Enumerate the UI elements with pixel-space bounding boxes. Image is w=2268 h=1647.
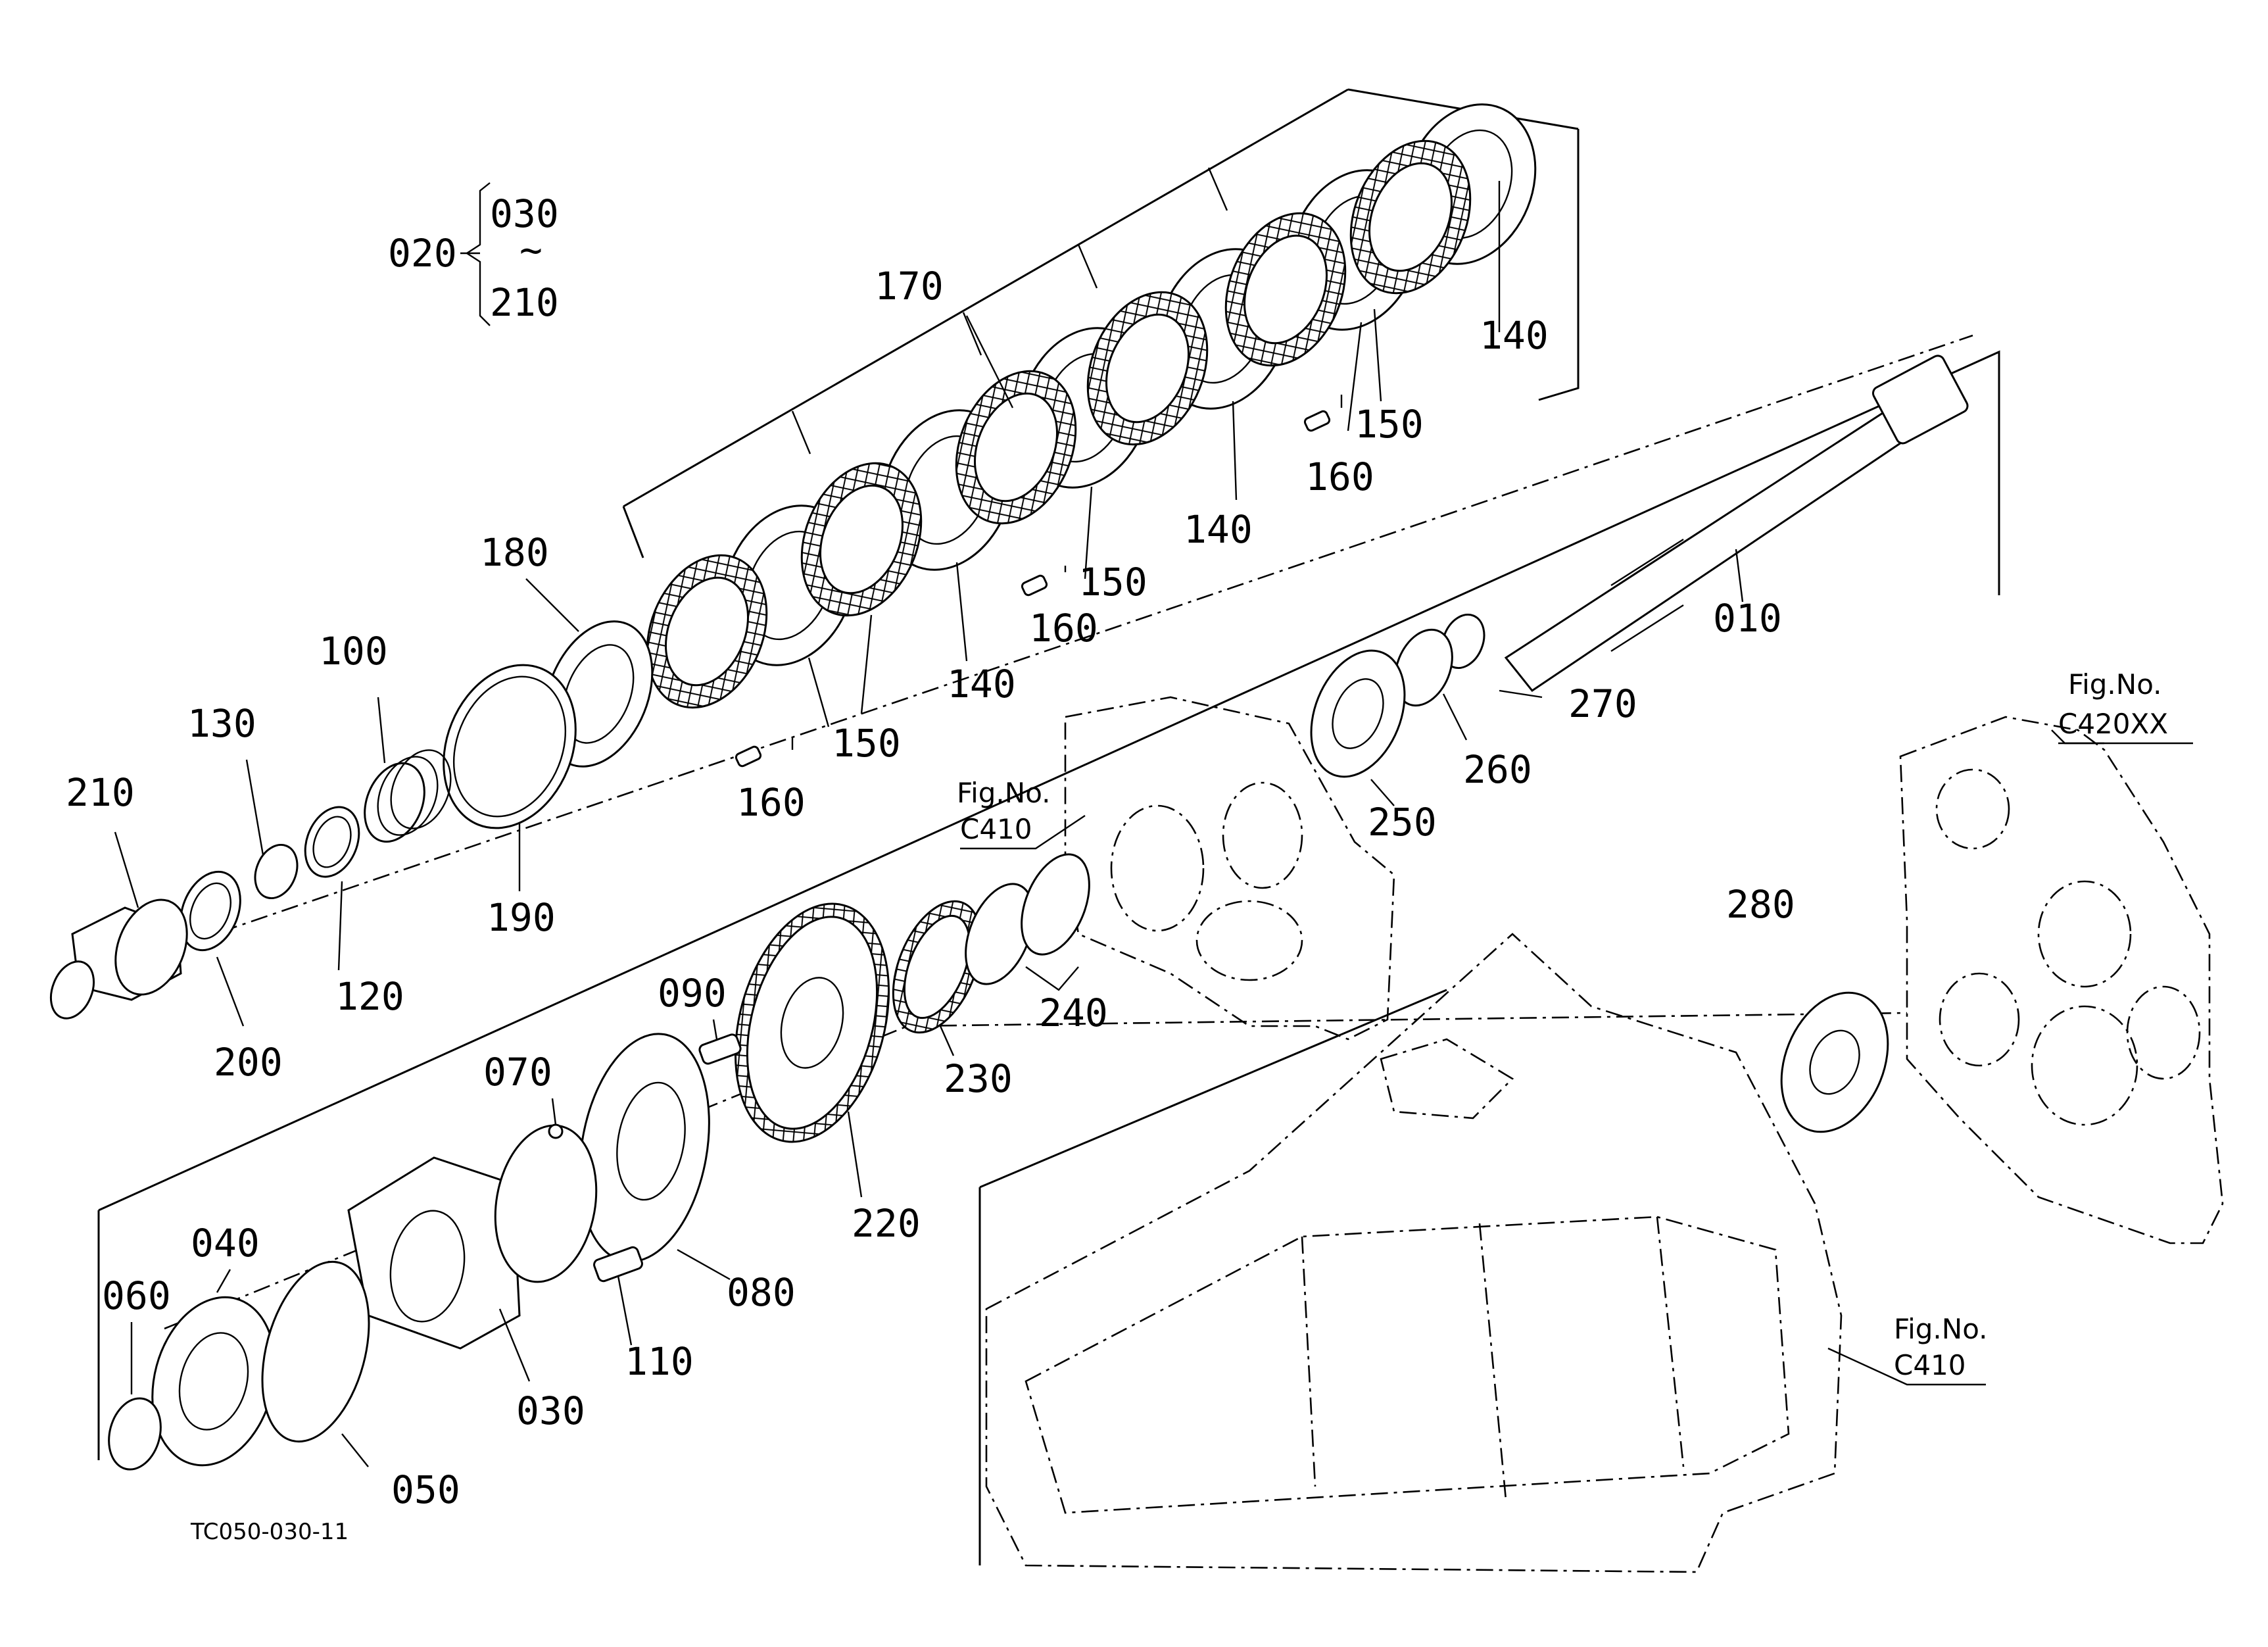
figure-references: Fig.No. C410 Fig.No. C420XX Fig.No. C410: [957, 668, 2193, 1381]
fig-ref-line2: C410: [960, 813, 1032, 845]
fig-ref-line1: Fig.No.: [957, 777, 1051, 809]
part-label: 190: [487, 895, 556, 940]
part-label: 090: [658, 971, 727, 1016]
part-label: 040: [191, 1221, 260, 1266]
fig-ref-line2: C410: [1894, 1349, 1966, 1381]
center-axis: [98, 334, 1973, 975]
fig-ref-line1: Fig.No.: [2068, 668, 2162, 701]
fig-ref-line1: Fig.No.: [1894, 1313, 1988, 1345]
part-label: 160: [1305, 455, 1374, 499]
brake-disc-part: [734, 902, 890, 1143]
part-label: 080: [727, 1270, 796, 1315]
part-label: 170: [875, 264, 944, 308]
part-label: 280: [1726, 882, 1795, 927]
transmission-case-outline: [985, 933, 1843, 1573]
part-label: 230: [944, 1056, 1013, 1101]
part-label: 240: [1039, 991, 1108, 1035]
output-shaft-part: [1504, 355, 1969, 693]
part-label: 070: [483, 1050, 552, 1094]
part-label: 270: [1568, 681, 1637, 726]
group-tilde-label: ~: [519, 228, 543, 272]
part-label: 210: [66, 770, 135, 815]
part-label: 220: [852, 1201, 921, 1246]
rear-cover-outline: [1899, 716, 2224, 1244]
part-label: 180: [480, 530, 549, 575]
part-label: 050: [391, 1467, 460, 1512]
fig-ref-line2: C420XX: [2058, 708, 2168, 740]
part-label: 150: [1355, 402, 1424, 447]
group-from-label: 030: [490, 191, 559, 236]
part-label: 150: [832, 721, 901, 766]
group-bracket: 020 030 ~ 210: [388, 182, 559, 326]
part-label: 160: [736, 780, 806, 825]
clutch-discs: [543, 103, 1537, 768]
part-label: 260: [1463, 747, 1532, 792]
clutch-drum-part: [347, 1124, 598, 1350]
part-label: 120: [335, 974, 404, 1019]
shaft-rings: [1310, 613, 1889, 1133]
clutch-pack-bracket: [622, 88, 1580, 558]
spring-part: [364, 749, 452, 843]
figure-caption: TC050-030-11: [190, 1519, 349, 1545]
group-code-label: 020: [388, 231, 457, 276]
part-label: 110: [625, 1339, 694, 1384]
group-to-label: 210: [490, 280, 559, 325]
part-label: 060: [102, 1273, 171, 1318]
shaft-bracket: [97, 350, 2000, 1565]
snap-ring-part: [443, 664, 577, 829]
part-label: 100: [319, 629, 388, 674]
part-label: 250: [1368, 800, 1437, 845]
gear-hub-part: [49, 898, 188, 1020]
left-parts: [49, 664, 1090, 1471]
part-label: 130: [187, 701, 256, 746]
pin-part: [735, 410, 1331, 768]
part-label: 150: [1078, 560, 1147, 604]
part-label: 010: [1713, 596, 1782, 641]
part-label: 200: [214, 1040, 283, 1085]
part-label: 140: [947, 662, 1016, 706]
friction-disc-part: [646, 139, 1472, 709]
part-label: 140: [1480, 313, 1549, 358]
part-label: 030: [516, 1389, 585, 1433]
front-housing-outline: [1064, 696, 1395, 1041]
part-label: 160: [1029, 606, 1098, 651]
part-label: 140: [1184, 507, 1253, 552]
part-labels: 010 030 040 050 060 070 080 090 100 110 …: [66, 264, 1795, 1512]
